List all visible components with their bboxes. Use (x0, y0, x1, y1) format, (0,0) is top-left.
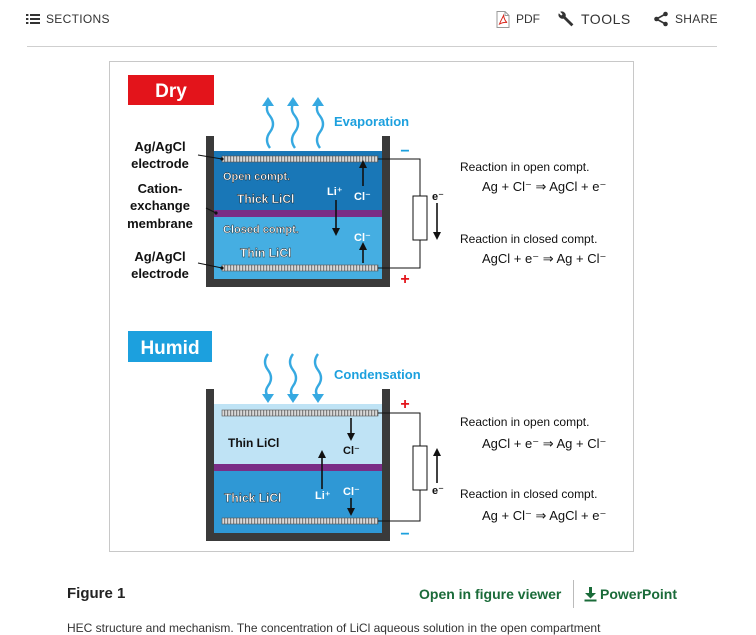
dry-process-label: Evaporation (334, 114, 409, 129)
dry-reaction-closed-title: Reaction in closed compt. (460, 232, 597, 246)
figure-title: Figure 1 (67, 585, 126, 602)
dry-electron-arrow (433, 232, 441, 240)
dry-cl-arrow-bottom (359, 242, 367, 250)
tools-label: TOOLS (581, 11, 631, 27)
humid-reaction-closed-title: Reaction in closed compt. (460, 487, 597, 501)
humid-cl-arrow-top (347, 433, 355, 441)
humid-terminal-top-sign: + (400, 396, 409, 413)
share-button[interactable]: SHARE (653, 8, 718, 30)
dry-cl-ion-bottom-label: Cl⁻ (354, 232, 371, 244)
dry-reaction-closed-equation: AgCl + e⁻ ⇒ Ag + Cl⁻ (482, 251, 606, 266)
tools-button[interactable]: TOOLS (557, 8, 631, 30)
electrode-top-line-1: Ag/AgCl (134, 139, 185, 154)
open-figure-viewer-link[interactable]: Open in figure viewer (419, 586, 562, 602)
humid-li-arrow (318, 450, 326, 458)
humid-open-solution-label: Thin LiCl (228, 436, 279, 450)
evaporation-arrows (265, 103, 325, 149)
humid-li-ion-label: Li⁺ (315, 490, 331, 502)
dry-reaction-open-equation: Ag + Cl⁻ ⇒ AgCl + e⁻ (482, 179, 606, 194)
dry-top-electrode (221, 155, 379, 163)
pdf-file-icon (496, 10, 510, 28)
dry-reaction-open-title: Reaction in open compt. (460, 160, 589, 174)
humid-bottom-electrode (221, 517, 379, 525)
hec-mechanism-diagram: Dry Evaporation Open compt. Thick LiCl C… (127, 75, 606, 543)
dry-li-arrow (332, 228, 340, 236)
powerpoint-download-link[interactable]: PowerPoint (584, 586, 677, 602)
powerpoint-label: PowerPoint (600, 586, 678, 602)
dry-li-ion-label: Li⁺ (327, 186, 343, 198)
dry-cl-ion-top-label: Cl⁻ (354, 191, 371, 203)
toolbar-divider (27, 46, 717, 47)
sections-button[interactable]: SECTIONS (26, 8, 110, 30)
figure-caption-text: HEC structure and mechanism. The concent… (67, 621, 601, 635)
humid-reaction-open-title: Reaction in open compt. (460, 415, 589, 429)
list-icon (26, 14, 40, 24)
wrench-icon (558, 11, 574, 27)
humid-reaction-open-equation: AgCl + e⁻ ⇒ Ag + Cl⁻ (482, 436, 606, 451)
humid-panel: Humid Condensation Thin LiCl Thick LiCl … (128, 331, 606, 543)
top-toolbar: SECTIONS PDF TOOLS SHARE (0, 0, 756, 38)
pdf-button[interactable]: PDF (496, 8, 540, 30)
download-icon (584, 586, 597, 601)
dry-open-solution-label: Thick LiCl (237, 192, 294, 206)
dry-open-compt-label: Open compt. (223, 171, 290, 183)
dry-closed-solution-label: Thin LiCl (240, 246, 291, 260)
membrane-line-1: Cation- (138, 181, 183, 196)
humid-external-circuit (378, 412, 428, 522)
dry-leader-lines (197, 154, 223, 269)
humid-electron-label: e⁻ (432, 485, 444, 497)
dry-closed-compt-label: Closed compt. (223, 224, 299, 236)
figure-image[interactable]: Dry Evaporation Open compt. Thick LiCl C… (109, 61, 634, 552)
dry-cl-arrow-top (359, 160, 367, 168)
membrane-line-2: exchange (130, 198, 190, 213)
dry-terminal-top-sign: − (400, 143, 409, 160)
sections-label: SECTIONS (46, 12, 110, 26)
humid-cl-ion-top-label: Cl⁻ (343, 445, 360, 457)
humid-membrane (214, 464, 382, 471)
humid-closed-solution-label: Thick LiCl (224, 491, 281, 505)
caption-link-divider (573, 580, 574, 608)
humid-terminal-bottom-sign: − (400, 526, 409, 543)
membrane-line-3: membrane (127, 216, 193, 231)
condensation-arrowheads (262, 394, 324, 403)
humid-process-label: Condensation (334, 367, 421, 382)
dry-badge-label: Dry (155, 81, 187, 102)
humid-top-electrode (221, 409, 379, 417)
humid-badge (128, 331, 212, 362)
humid-cl-ion-bottom-label: Cl⁻ (343, 486, 360, 498)
electrode-bottom-line-2: electrode (131, 266, 189, 281)
humid-cl-arrow-bottom (347, 508, 355, 516)
humid-reaction-closed-equation: Ag + Cl⁻ ⇒ AgCl + e⁻ (482, 508, 606, 523)
dry-electron-label: e⁻ (432, 191, 444, 203)
pdf-label: PDF (516, 12, 540, 26)
share-label: SHARE (675, 12, 718, 26)
electrode-top-line-2: electrode (131, 156, 189, 171)
dry-badge (128, 75, 214, 105)
evaporation-arrowheads (262, 97, 324, 106)
electrode-bottom-line-1: Ag/AgCl (134, 249, 185, 264)
condensation-arrows (263, 353, 323, 397)
share-icon (654, 11, 668, 27)
dry-panel: Dry Evaporation Open compt. Thick LiCl C… (127, 75, 606, 288)
humid-badge-label: Humid (140, 338, 199, 359)
humid-electron-arrow (433, 448, 441, 456)
dry-external-circuit (378, 158, 428, 269)
dry-left-labels: Ag/AgCl electrode Cation- exchange membr… (127, 139, 193, 281)
dry-bottom-electrode (221, 264, 379, 272)
dry-membrane (214, 210, 382, 217)
dry-terminal-bottom-sign: + (400, 271, 409, 288)
